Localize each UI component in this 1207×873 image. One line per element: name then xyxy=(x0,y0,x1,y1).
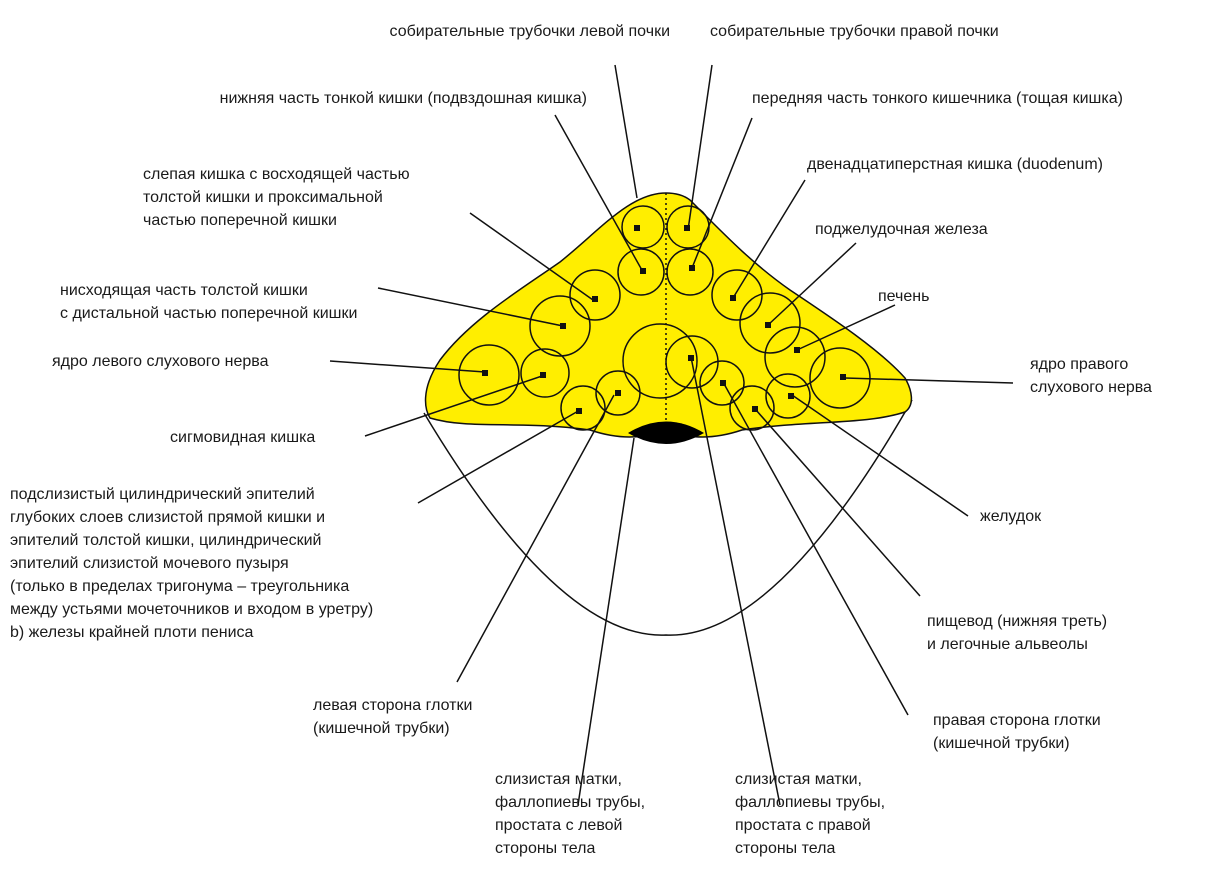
relay-dot xyxy=(634,225,640,231)
relay-dot xyxy=(592,296,598,302)
label-descending-colon: нисходящая часть толстой кишки с дисталь… xyxy=(60,279,357,325)
relay-dot xyxy=(482,370,488,376)
label-collecting-ducts-right-kidney: собирательные трубочки правой почки xyxy=(710,20,999,43)
relay-dot xyxy=(840,374,846,380)
relay-dot xyxy=(688,355,694,361)
relay-dot xyxy=(752,406,758,412)
label-cecum: слепая кишка с восходящей частью толстой… xyxy=(143,163,410,232)
relay-dot xyxy=(788,393,794,399)
relay-dot xyxy=(794,347,800,353)
relay-dot xyxy=(730,295,736,301)
label-sigmoid-colon: сигмовидная кишка xyxy=(170,426,315,449)
label-stomach: желудок xyxy=(980,505,1041,528)
label-left-pharynx: левая сторона глотки (кишечной трубки) xyxy=(313,694,472,740)
label-collecting-ducts-left-kidney: собирательные трубочки левой почки xyxy=(390,20,670,43)
label-right-pharynx: правая сторона глотки (кишечной трубки) xyxy=(933,709,1101,755)
label-uterus-right: слизистая матки, фаллопиевы трубы, прост… xyxy=(735,768,885,860)
relay-dot xyxy=(640,268,646,274)
relay-dot xyxy=(689,265,695,271)
label-pancreas: поджелудочная железа xyxy=(815,218,988,241)
label-jejunum: передняя часть тонкого кишечника (тощая … xyxy=(752,87,1123,110)
label-left-acoustic-nerve: ядро левого слухового нерва xyxy=(52,350,268,373)
label-right-acoustic-nerve: ядро правого слухового нерва xyxy=(1030,353,1152,399)
label-duodenum: двенадцатиперстная кишка (duodenum) xyxy=(807,153,1103,176)
relay-dot xyxy=(765,322,771,328)
relay-dot xyxy=(576,408,582,414)
label-rectum-bladder-epithelium: подслизистый цилиндрический эпителий глу… xyxy=(10,483,373,644)
label-esophagus-alveoli: пищевод (нижняя треть) и легочные альвео… xyxy=(927,610,1107,656)
relay-dot xyxy=(540,372,546,378)
label-uterus-left: слизистая матки, фаллопиевы трубы, прост… xyxy=(495,768,645,860)
relay-dot xyxy=(684,225,690,231)
leader-line xyxy=(688,65,712,230)
label-ileum: нижняя часть тонкой кишки (подвздошная к… xyxy=(220,87,587,110)
leader-line xyxy=(615,65,637,198)
relay-dot xyxy=(615,390,621,396)
relay-dot xyxy=(560,323,566,329)
label-liver: печень xyxy=(878,285,929,308)
relay-dot xyxy=(720,380,726,386)
